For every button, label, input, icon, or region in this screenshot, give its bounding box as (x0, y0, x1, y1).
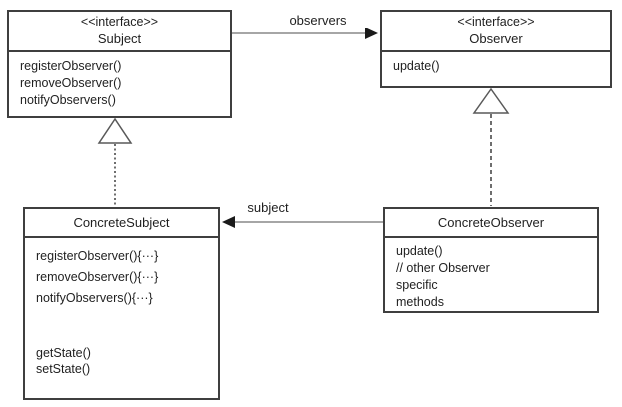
class-box-concrete-subject: ConcreteSubject registerObserver(){···} … (23, 207, 220, 400)
association-subject-arrowhead-icon (222, 216, 235, 228)
class-name: ConcreteSubject (73, 214, 170, 230)
edge-label-subject: subject (236, 200, 300, 215)
method-item: removeObserver(){···} (36, 270, 159, 284)
class-header: <<interface>> Subject (9, 12, 230, 52)
method-item: update() (396, 244, 443, 258)
class-methods: registerObserver(){···} removeObserver()… (25, 238, 218, 385)
method-item: removeObserver() (20, 76, 122, 90)
class-box-subject: <<interface>> Subject registerObserver()… (7, 10, 232, 118)
method-item: update() (393, 59, 440, 73)
class-box-observer: <<interface>> Observer update() (380, 10, 612, 88)
method-item: specific (396, 278, 438, 292)
stereotype-label: <<interface>> (457, 15, 535, 29)
stereotype-label: <<interface>> (80, 15, 159, 29)
method-item: registerObserver() (20, 59, 122, 73)
realization-subject-triangle-icon (97, 117, 133, 144)
class-name: ConcreteObserver (437, 214, 545, 230)
class-header: ConcreteObserver (385, 209, 597, 238)
class-name: Subject (97, 31, 142, 46)
method-item: notifyObservers() (20, 93, 116, 107)
class-methods: update() (382, 52, 610, 81)
method-item: getState() (36, 346, 91, 360)
realization-observer-triangle-icon (472, 87, 510, 114)
association-observers-arrowhead-icon (365, 27, 378, 39)
method-item: methods (396, 295, 444, 309)
class-methods: update() // other Observer specific meth… (385, 238, 597, 316)
method-item: registerObserver(){···} (36, 249, 159, 263)
method-group-spacer (36, 309, 207, 345)
method-item: setState() (36, 362, 91, 376)
class-box-concrete-observer: ConcreteObserver update() // other Obser… (383, 207, 599, 313)
class-name: Observer (469, 31, 523, 46)
class-header: <<interface>> Observer (382, 12, 610, 52)
method-item: notifyObservers(){···} (36, 291, 153, 305)
class-header: ConcreteSubject (25, 209, 218, 238)
class-methods: registerObserver() removeObserver() noti… (9, 52, 230, 115)
method-item: // other Observer (396, 261, 490, 275)
edge-label-observers: observers (262, 13, 374, 28)
